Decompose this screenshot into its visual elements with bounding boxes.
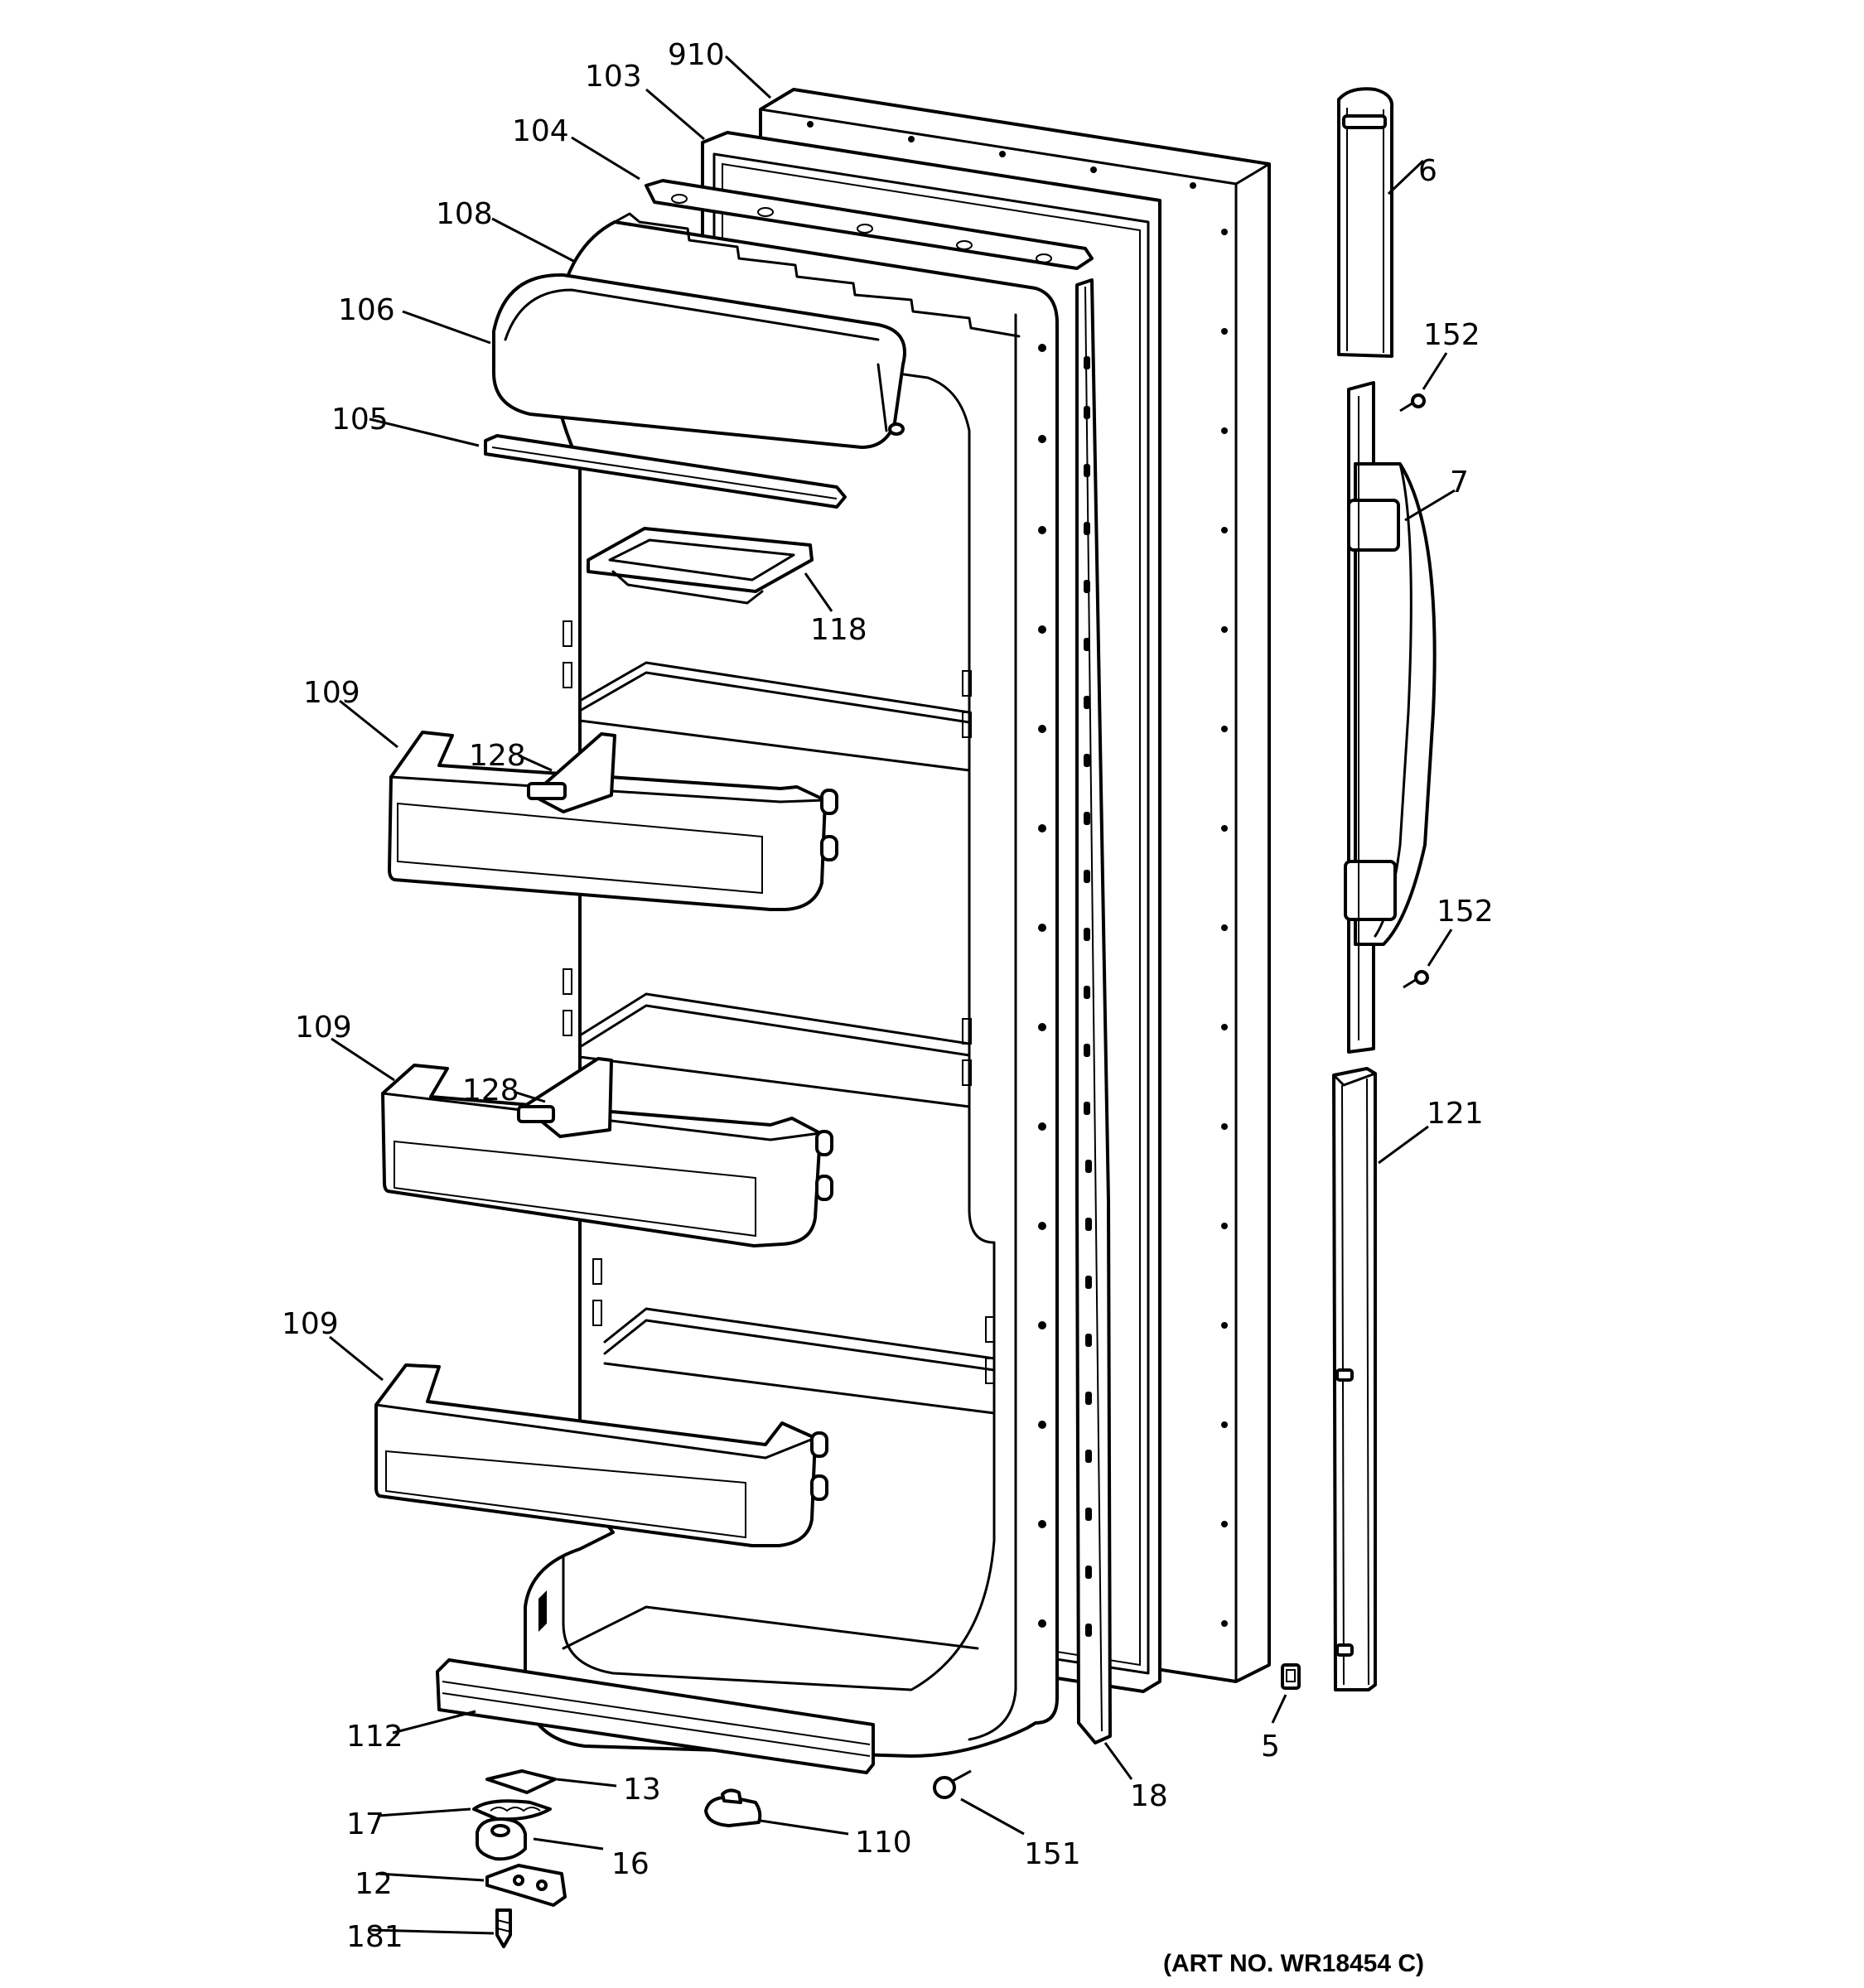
label-128-upper: 128 (469, 739, 526, 773)
door-handle (1344, 381, 1437, 1054)
label-112: 112 (346, 1720, 403, 1754)
label-106: 106 (338, 293, 395, 327)
label-108: 108 (436, 197, 493, 231)
door-bin-middle (381, 1064, 833, 1247)
hinge-bracket (485, 1864, 567, 1907)
label-105: 105 (331, 403, 389, 437)
label-118: 118 (810, 613, 867, 647)
label-151: 151 (1024, 1837, 1081, 1871)
dairy-compartment-door (492, 273, 906, 449)
label-16: 16 (611, 1847, 650, 1881)
door-bin-divider-upper (527, 732, 616, 813)
dairy-hinge-rail (484, 434, 847, 509)
breaker-strip (1075, 278, 1112, 1744)
clip (1281, 1663, 1301, 1690)
hinge-bushing (476, 1817, 527, 1861)
label-109-lower: 109 (282, 1307, 339, 1341)
label-13: 13 (623, 1773, 661, 1807)
tray (587, 527, 814, 605)
label-6: 6 (1418, 154, 1437, 188)
handle-top-cap (1337, 87, 1394, 358)
label-7: 7 (1450, 466, 1469, 499)
part-labels: 910 103 104 108 106 105 118 109 128 109 … (282, 38, 1494, 1954)
label-18: 18 (1130, 1779, 1168, 1813)
label-109-upper: 109 (303, 676, 360, 710)
handle-bottom-cap (1332, 1067, 1377, 1691)
label-152-upper: 152 (1423, 318, 1480, 352)
label-910: 910 (668, 38, 725, 72)
label-110: 110 (855, 1826, 912, 1860)
label-5: 5 (1261, 1730, 1280, 1764)
hinge-shim (485, 1769, 557, 1794)
hinge-spring (472, 1799, 552, 1822)
label-181: 181 (346, 1920, 403, 1954)
door-bin-divider-middle (517, 1057, 613, 1138)
label-103: 103 (585, 60, 642, 94)
label-121: 121 (1427, 1097, 1484, 1131)
label-12: 12 (355, 1867, 393, 1901)
art-number: (ART NO. WR18454 C) (1163, 1950, 1424, 1977)
door-bin-lower (374, 1363, 828, 1547)
liner-top-strip (645, 179, 1094, 270)
label-104: 104 (512, 114, 569, 148)
hinge-screw (495, 1908, 512, 1948)
leader-lines (329, 55, 1456, 1935)
handle-screw-lower (1403, 970, 1429, 989)
handle-screw-upper (1399, 393, 1426, 413)
label-109-middle: 109 (295, 1011, 352, 1045)
door-stop (704, 1788, 762, 1827)
door-bin-upper (388, 731, 838, 911)
liner-screw (933, 1769, 972, 1799)
label-128-middle: 128 (462, 1074, 519, 1107)
label-152-lower: 152 (1437, 895, 1494, 929)
bottom-trim-strip (436, 1658, 875, 1774)
inner-door-liner (524, 212, 1059, 1758)
label-17: 17 (346, 1807, 384, 1841)
